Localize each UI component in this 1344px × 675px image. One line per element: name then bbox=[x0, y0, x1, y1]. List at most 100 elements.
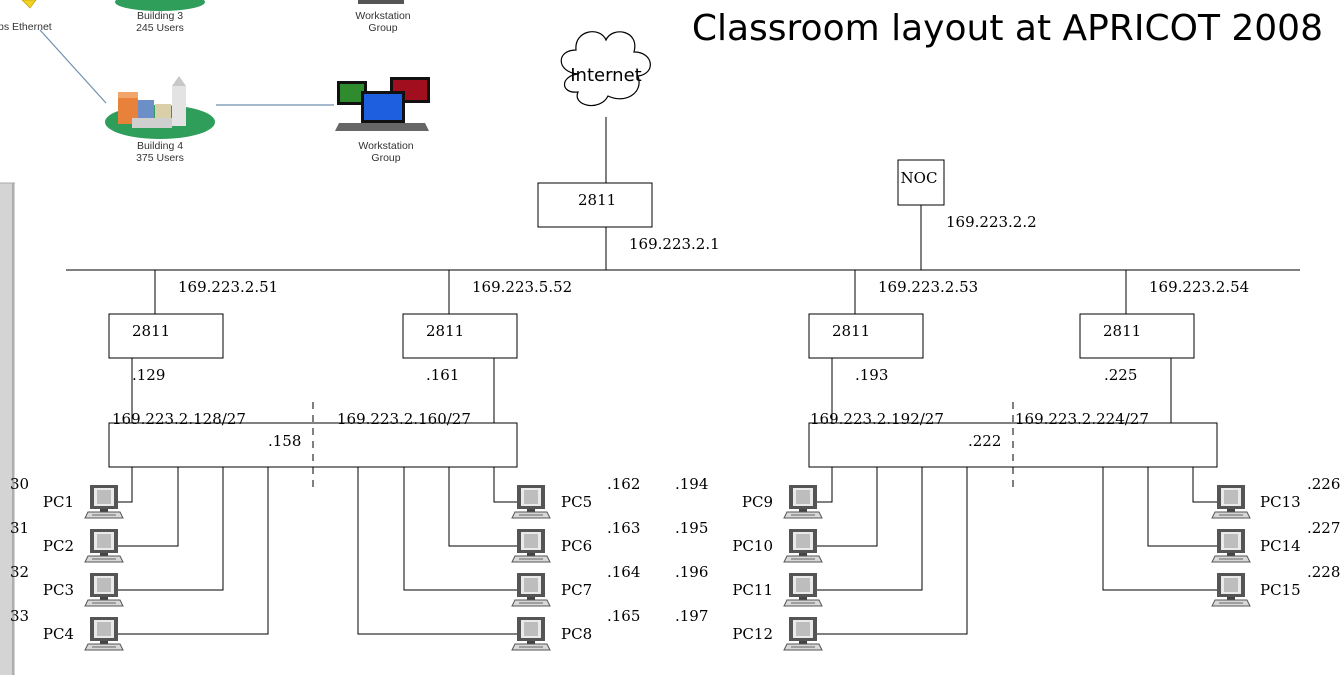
pc-name: PC5 bbox=[561, 493, 592, 511]
computer-icon bbox=[1211, 484, 1251, 519]
pc-link bbox=[403, 467, 517, 591]
workstation-top-icon bbox=[358, 0, 404, 4]
pc-link bbox=[817, 467, 968, 635]
pc-link bbox=[118, 467, 269, 635]
router-iface: .161 bbox=[426, 366, 459, 384]
router-ip: 169.223.2.53 bbox=[878, 278, 978, 296]
router-box bbox=[1079, 313, 1195, 359]
router-box bbox=[808, 313, 924, 359]
core-router-ip: 169.223.2.1 bbox=[629, 235, 720, 253]
internet-label: Internet bbox=[570, 65, 641, 86]
pc-name: PC6 bbox=[561, 537, 592, 555]
router-label: 2811 bbox=[832, 322, 870, 340]
router-label: 2811 bbox=[426, 322, 464, 340]
pc-link bbox=[817, 467, 878, 547]
building4-icon bbox=[105, 76, 215, 139]
pc-name: PC8 bbox=[561, 625, 592, 643]
router-box bbox=[402, 313, 518, 359]
lightning-icon bbox=[21, 0, 37, 9]
core-router-label: 2811 bbox=[578, 191, 616, 209]
computer-icon bbox=[84, 484, 124, 519]
internet-cloud-icon bbox=[560, 31, 651, 107]
pc-link bbox=[448, 467, 517, 547]
computer-icon bbox=[783, 572, 823, 607]
pc-ip: .228 bbox=[1307, 563, 1340, 581]
pc-ip: .164 bbox=[607, 563, 640, 581]
computer-icon bbox=[783, 528, 823, 563]
pc-link bbox=[1102, 467, 1217, 591]
pc-ip: .226 bbox=[1307, 475, 1340, 493]
pc-ip: .163 bbox=[607, 519, 640, 537]
pc-ip: 30 bbox=[10, 475, 29, 493]
pc-ip: .162 bbox=[607, 475, 640, 493]
router-label: 2811 bbox=[132, 322, 170, 340]
computer-icon bbox=[84, 616, 124, 651]
pc-link bbox=[1192, 467, 1217, 503]
pc-link bbox=[357, 467, 517, 635]
pc-link bbox=[118, 467, 224, 591]
pc-link bbox=[118, 467, 179, 547]
switch-addr: .222 bbox=[968, 432, 1001, 450]
subnet-label: 169.223.2.128/27 bbox=[112, 410, 246, 428]
noc-label: NOC bbox=[901, 169, 938, 187]
router-label: 2811 bbox=[1103, 322, 1141, 340]
pc-name: PC15 bbox=[1260, 581, 1301, 599]
router-box bbox=[108, 313, 224, 359]
pc-ip: .194 bbox=[675, 475, 708, 493]
pc-name: PC4 bbox=[43, 625, 74, 643]
core-router bbox=[537, 182, 653, 228]
subnet-label: 169.223.2.224/27 bbox=[1015, 410, 1149, 428]
router-ip: 169.223.2.51 bbox=[178, 278, 278, 296]
pc-ip: .196 bbox=[675, 563, 708, 581]
subnet-label: 169.223.2.160/27 bbox=[337, 410, 471, 428]
computer-icon bbox=[783, 616, 823, 651]
pc-link bbox=[817, 467, 833, 503]
noc-ip: 169.223.2.2 bbox=[946, 213, 1037, 231]
building3-lawn bbox=[115, 0, 205, 11]
pc-ip: 32 bbox=[10, 563, 29, 581]
pc-link bbox=[817, 467, 923, 591]
building3-name: Building 3 bbox=[137, 10, 183, 22]
workstation-top-line2: Group bbox=[368, 22, 397, 34]
router-ip: 169.223.2.54 bbox=[1149, 278, 1249, 296]
workstation-bottom-line2: Group bbox=[371, 152, 400, 164]
computer-icon bbox=[511, 528, 551, 563]
pc-name: PC13 bbox=[1260, 493, 1301, 511]
pc-ip: 31 bbox=[10, 519, 29, 537]
pc-ip: .195 bbox=[675, 519, 708, 537]
pc-link bbox=[118, 467, 133, 503]
computer-icon bbox=[84, 572, 124, 607]
inset-diagram: ps Ethernet Building 3 245 Users Worksta… bbox=[0, 0, 470, 675]
computer-icon bbox=[1211, 572, 1251, 607]
pc-ip: 33 bbox=[10, 607, 29, 625]
pc-name: PC10 bbox=[732, 537, 773, 555]
computer-icon bbox=[1211, 528, 1251, 563]
pc-name: PC3 bbox=[43, 581, 74, 599]
computer-icon bbox=[84, 528, 124, 563]
pc-name: PC9 bbox=[742, 493, 773, 511]
pc-name: PC14 bbox=[1260, 537, 1301, 555]
building4-users: 375 Users bbox=[136, 152, 184, 164]
computer-icon bbox=[511, 484, 551, 519]
pc-name: PC11 bbox=[732, 581, 773, 599]
workstation-bottom-line1: Workstation bbox=[358, 140, 413, 152]
router-iface: .193 bbox=[855, 366, 888, 384]
router-iface: .129 bbox=[132, 366, 165, 384]
computer-icon bbox=[511, 572, 551, 607]
building4-name: Building 4 bbox=[137, 140, 183, 152]
pc-name: PC2 bbox=[43, 537, 74, 555]
workstation-top-line1: Workstation bbox=[355, 10, 410, 22]
ethernet-label: ps Ethernet bbox=[0, 21, 52, 33]
pc-name: PC12 bbox=[732, 625, 773, 643]
page-title: Classroom layout at APRICOT 2008 bbox=[692, 8, 1323, 49]
computer-icon bbox=[783, 484, 823, 519]
switch-addr: .158 bbox=[268, 432, 301, 450]
subnet-label: 169.223.2.192/27 bbox=[810, 410, 944, 428]
pc-name: PC1 bbox=[43, 493, 74, 511]
pc-name: PC7 bbox=[561, 581, 592, 599]
pc-link bbox=[1147, 467, 1217, 547]
building3-users: 245 Users bbox=[136, 22, 184, 34]
computer-icon bbox=[511, 616, 551, 651]
pc-ip: .165 bbox=[607, 607, 640, 625]
